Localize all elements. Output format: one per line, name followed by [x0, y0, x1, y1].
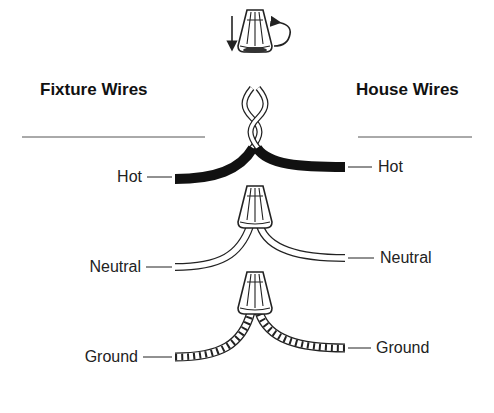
wire-label: Neutral — [380, 248, 432, 268]
column-heading: Fixture Wires — [40, 80, 148, 100]
ground-wires — [175, 272, 345, 357]
neutral-wires — [175, 186, 345, 267]
leader-lines — [143, 167, 374, 357]
wire-label: Hot — [117, 167, 142, 187]
wire-label: Neutral — [89, 257, 141, 277]
divider-line — [22, 137, 205, 138]
wire-nut — [238, 10, 272, 53]
wire-label: Ground — [85, 347, 138, 367]
twist-arrow — [274, 22, 290, 46]
divider-line — [358, 137, 472, 138]
wire-label: Ground — [376, 338, 429, 358]
wire-label: Hot — [378, 157, 403, 177]
hot-wires — [175, 88, 345, 179]
push-arrow — [231, 16, 233, 46]
column-heading: House Wires — [356, 80, 459, 100]
